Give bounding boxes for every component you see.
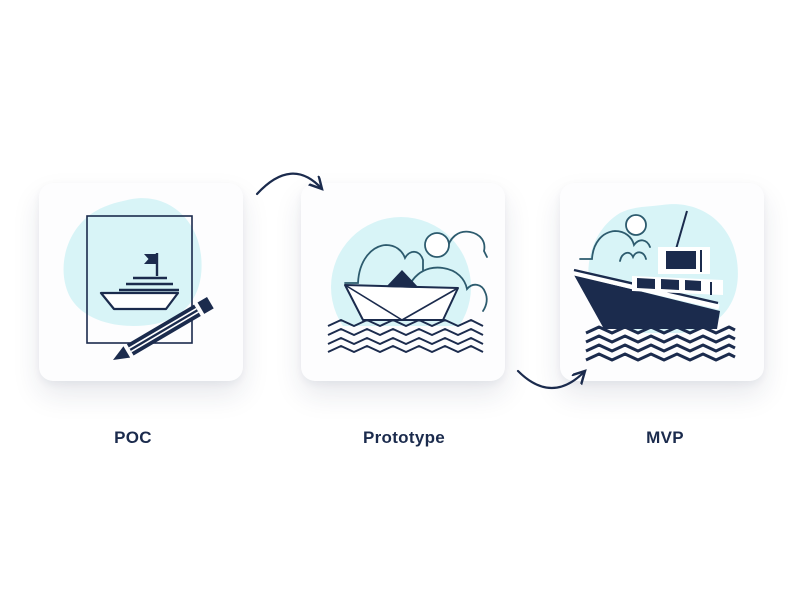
waves-icon [327, 319, 484, 353]
poc-illustration [63, 198, 214, 360]
clouds-icon [579, 230, 651, 262]
fishing-boat-icon [573, 210, 723, 329]
stage-label-mvp: MVP [646, 428, 684, 447]
sun-icon [424, 232, 450, 258]
prototype-illustration [327, 217, 488, 353]
waves-icon [585, 325, 736, 362]
clouds-icon [344, 230, 488, 312]
boat-sketch-icon [99, 253, 180, 311]
stage-card-prototype [301, 183, 505, 381]
stage-label-poc: POC [114, 428, 152, 447]
pencil-icon [113, 296, 214, 360]
stage-label-prototype: Prototype [362, 428, 446, 447]
sun-icon [625, 214, 647, 236]
stage-card-poc [39, 183, 243, 381]
mvp-illustration [573, 204, 738, 362]
stage-card-mvp [560, 183, 764, 381]
